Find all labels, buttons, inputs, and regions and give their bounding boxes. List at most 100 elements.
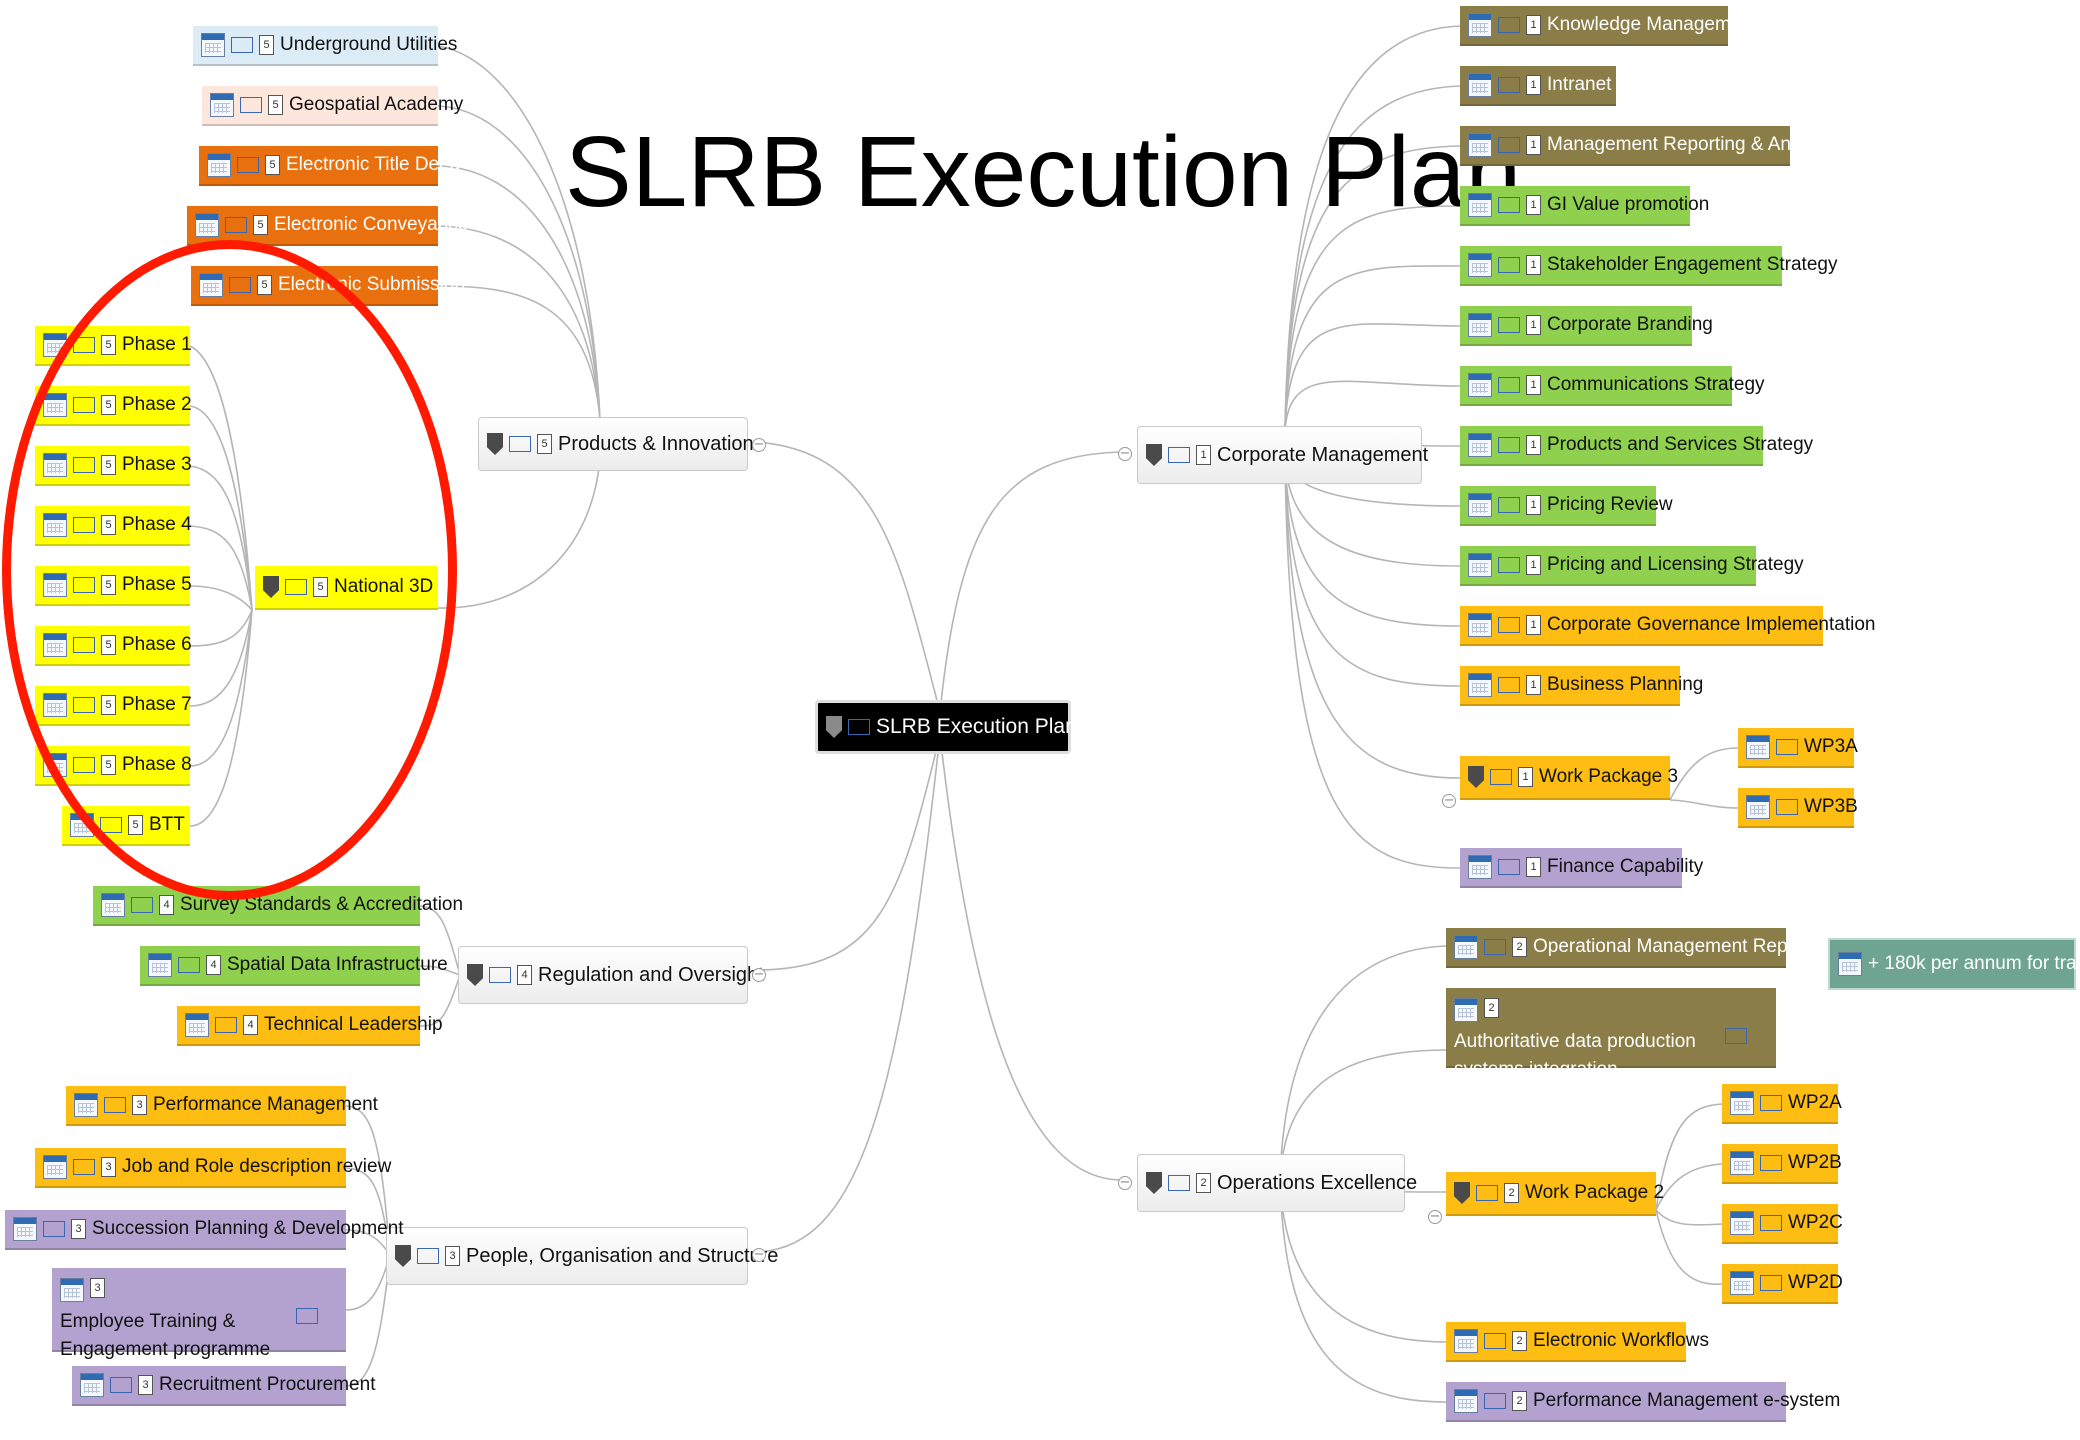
collapse-icon[interactable]: − xyxy=(1442,793,1456,808)
leaf-authoritative-data[interactable]: 2 Authoritative data production systems … xyxy=(1446,988,1776,1080)
branch-operations-excellence[interactable]: 2 Operations Excellence xyxy=(1137,1154,1417,1212)
leaf-finance-capability[interactable]: 1 Finance Capability xyxy=(1460,848,1703,888)
note-icon xyxy=(1484,1333,1506,1349)
priority-badge: 2 xyxy=(1512,1331,1527,1351)
leaf-electronic-submission[interactable]: 5 Electronic Submission xyxy=(191,266,465,306)
leaf-performance-management[interactable]: 3 Performance Management xyxy=(66,1086,378,1126)
leaf-phase-3[interactable]: 5 Phase 3 xyxy=(35,446,192,486)
leaf-business-planning[interactable]: 1 Business Planning xyxy=(1460,666,1703,706)
leaf-phase-6[interactable]: 5 Phase 6 xyxy=(35,626,192,666)
note-icon xyxy=(104,1097,126,1113)
calendar-icon xyxy=(1468,313,1492,337)
leaf-wp2c[interactable]: WP2C xyxy=(1722,1204,1843,1244)
leaf-phase-5[interactable]: 5 Phase 5 xyxy=(35,566,192,606)
leaf-geospatial-academy[interactable]: 5 Geospatial Academy xyxy=(202,86,463,126)
leaf-btt[interactable]: 5 BTT xyxy=(62,806,190,846)
branch-regulation-oversight[interactable]: 4 Regulation and Oversight xyxy=(458,946,764,1004)
note-icon xyxy=(1498,617,1520,633)
branch-corporate-management[interactable]: 1 Corporate Management xyxy=(1137,426,1428,484)
leaf-electronic-title-deed[interactable]: 5 Electronic Title Deed xyxy=(199,146,460,186)
leaf-gi-value-promotion[interactable]: 1 GI Value promotion xyxy=(1460,186,1709,226)
leaf-employee-training[interactable]: 3 Employee Training & Engagement program… xyxy=(52,1268,346,1360)
calendar-icon xyxy=(1468,855,1492,879)
note-icon xyxy=(1498,377,1520,393)
leaf-pricing-review[interactable]: 1 Pricing Review xyxy=(1460,486,1673,526)
leaf-stakeholder-engagement[interactable]: 1 Stakeholder Engagement Strategy xyxy=(1460,246,1837,286)
leaf-wp2b[interactable]: WP2B xyxy=(1722,1144,1842,1184)
priority-badge: 3 xyxy=(138,1375,153,1395)
leaf-label: WP3A xyxy=(1804,736,1858,757)
priority-badge: 5 xyxy=(101,395,116,415)
collapse-icon[interactable]: − xyxy=(752,437,766,452)
leaf-knowledge-management[interactable]: 1 Knowledge Management xyxy=(1460,6,1757,46)
collapse-icon[interactable]: − xyxy=(752,967,766,982)
collapse-icon[interactable]: − xyxy=(752,1247,766,1262)
leaf-wp3b[interactable]: WP3B xyxy=(1738,788,1858,828)
collapse-icon[interactable]: − xyxy=(1118,1175,1132,1190)
branch-people-organisation[interactable]: 3 People, Organisation and Structure xyxy=(386,1227,778,1285)
note-icon xyxy=(1498,197,1520,213)
leaf-performance-management-esystem[interactable]: 2 Performance Management e-system xyxy=(1446,1382,1840,1422)
leaf-label: Pricing Review xyxy=(1547,494,1673,515)
leaf-wp2a[interactable]: WP2A xyxy=(1722,1084,1842,1124)
node-national-3d[interactable]: 5 National 3D xyxy=(255,566,438,610)
priority-badge: 5 xyxy=(265,155,280,175)
leaf-technical-leadership[interactable]: 4 Technical Leadership xyxy=(177,1006,443,1046)
leaf-job-role-review[interactable]: 3 Job and Role description review xyxy=(35,1148,391,1188)
calendar-icon xyxy=(1730,1091,1754,1115)
leaf-phase-7[interactable]: 5 Phase 7 xyxy=(35,686,192,726)
leaf-communications-strategy[interactable]: 1 Communications Strategy xyxy=(1460,366,1765,406)
leaf-underground-utilities[interactable]: 5 Underground Utilities xyxy=(193,26,457,66)
node-work-package-3[interactable]: 1 Work Package 3 xyxy=(1460,756,1678,800)
leaf-phase-2[interactable]: 5 Phase 2 xyxy=(35,386,192,426)
note-icon xyxy=(1490,769,1512,785)
leaf-label: Operational Management Reporting xyxy=(1533,936,1836,957)
calendar-icon xyxy=(1468,73,1492,97)
calendar-icon xyxy=(1468,253,1492,277)
leaf-spatial-data-infrastructure[interactable]: 4 Spatial Data Infrastructure xyxy=(140,946,448,986)
leaf-wp2d[interactable]: WP2D xyxy=(1722,1264,1843,1304)
leaf-wp3a[interactable]: WP3A xyxy=(1738,728,1858,768)
leaf-recruitment-procurement[interactable]: 3 Recruitment Procurement xyxy=(72,1366,375,1406)
calendar-icon xyxy=(43,693,67,717)
leaf-management-reporting-analysis[interactable]: 1 Management Reporting & Analysis xyxy=(1460,126,1839,166)
leaf-phase-4[interactable]: 5 Phase 4 xyxy=(35,506,192,546)
leaf-products-services-strategy[interactable]: 1 Products and Services Strategy xyxy=(1460,426,1813,466)
leaf-label: Performance Management xyxy=(153,1094,378,1115)
callout-training-cost[interactable]: + 180k per annum for training xyxy=(1828,938,2080,990)
leaf-survey-standards[interactable]: 4 Survey Standards & Accreditation xyxy=(93,886,463,926)
leaf-succession-planning[interactable]: 3 Succession Planning & Development xyxy=(5,1210,404,1250)
leaf-electronic-workflows[interactable]: 2 Electronic Workflows xyxy=(1446,1322,1709,1362)
priority-badge: 3 xyxy=(101,1157,116,1177)
leaf-corporate-governance[interactable]: 1 Corporate Governance Implementation xyxy=(1460,606,1875,646)
leaf-intranet[interactable]: 1 Intranet xyxy=(1460,66,1616,106)
calendar-icon xyxy=(1730,1271,1754,1295)
note-icon xyxy=(215,1017,237,1033)
priority-badge: 5 xyxy=(253,215,268,235)
branch-products-innovation[interactable]: 5 Products & Innovation xyxy=(478,417,754,471)
note-icon xyxy=(1760,1275,1782,1291)
priority-badge: 5 xyxy=(313,577,328,597)
collapse-icon[interactable]: − xyxy=(1118,446,1132,461)
leaf-phase-8[interactable]: 5 Phase 8 xyxy=(35,746,192,786)
node-work-package-2[interactable]: 2 Work Package 2 xyxy=(1446,1172,1664,1216)
leaf-label: BTT xyxy=(149,814,185,835)
leaf-phase-1[interactable]: 5 Phase 1 xyxy=(35,326,192,366)
root-node[interactable]: SLRB Execution Plan xyxy=(815,700,1077,754)
calendar-icon xyxy=(13,1217,37,1241)
leaf-pricing-licensing[interactable]: 1 Pricing and Licensing Strategy xyxy=(1460,546,1804,586)
priority-badge: 1 xyxy=(1526,15,1541,35)
calendar-icon xyxy=(43,633,67,657)
calendar-icon xyxy=(1730,1151,1754,1175)
calendar-icon xyxy=(1454,998,1478,1022)
collapse-icon[interactable]: − xyxy=(1428,1209,1442,1224)
priority-badge: 5 xyxy=(101,335,116,355)
leaf-operational-management-reporting[interactable]: 2 Operational Management Reporting xyxy=(1446,928,1835,968)
node-label: Work Package 2 xyxy=(1525,1182,1665,1203)
leaf-electronic-conveyance[interactable]: 5 Electronic Conveyance xyxy=(187,206,468,246)
leaf-label: Phase 2 xyxy=(122,394,192,415)
leaf-corporate-branding[interactable]: 1 Corporate Branding xyxy=(1460,306,1713,346)
note-icon xyxy=(1760,1095,1782,1111)
priority-badge: 5 xyxy=(101,515,116,535)
note-icon xyxy=(1484,939,1506,955)
